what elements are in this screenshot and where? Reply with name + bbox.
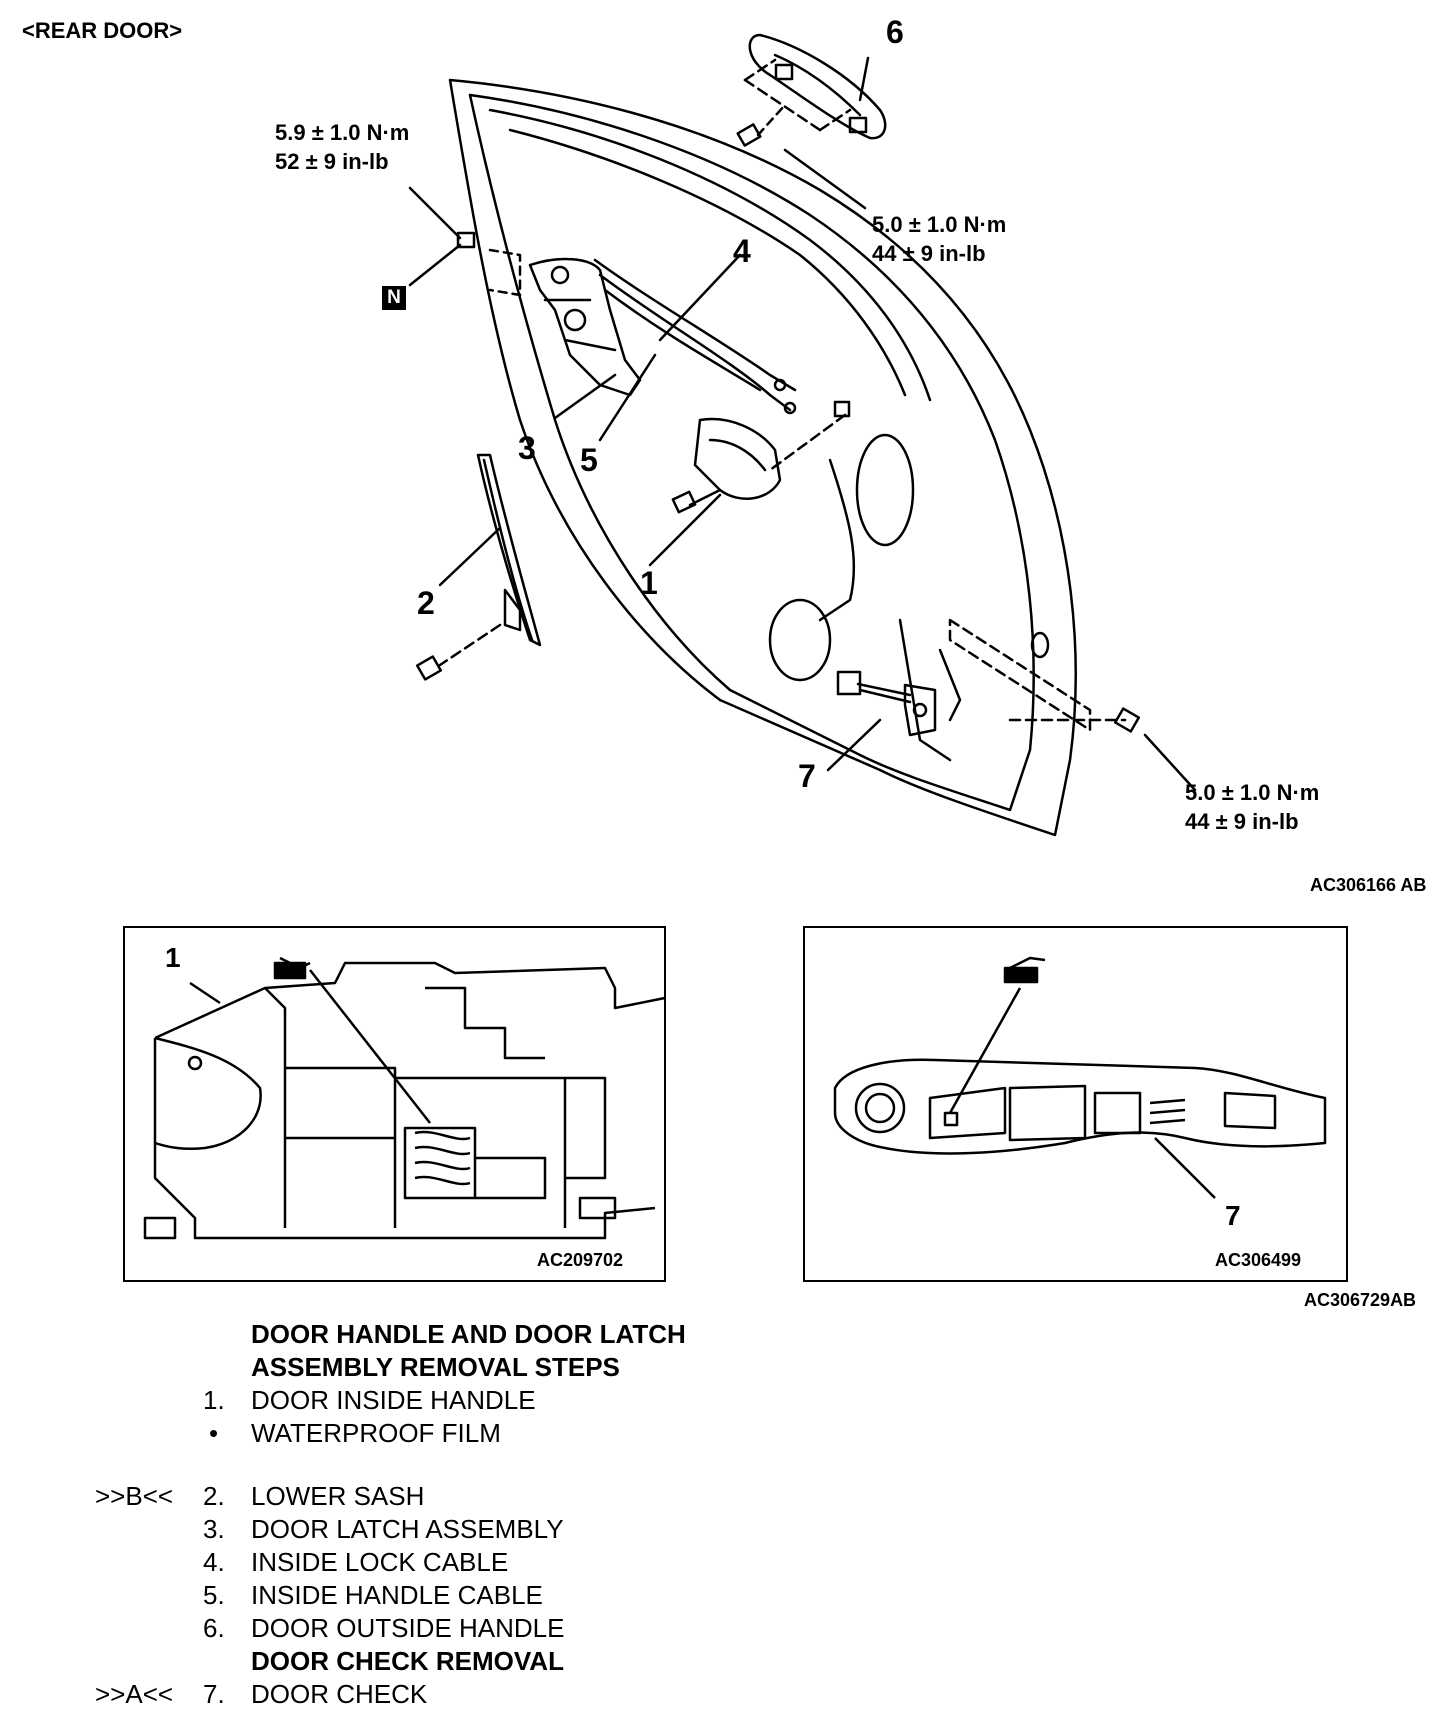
step-text: INSIDE HANDLE CABLE: [251, 1580, 543, 1610]
door-check-part: [836, 670, 1141, 737]
step-mark: >>A<<: [95, 1679, 174, 1709]
step-text: LOWER SASH: [251, 1481, 425, 1511]
callout-5: 5: [580, 442, 598, 478]
step-number: 1.: [203, 1385, 225, 1415]
figure-code: AC306166 AB: [1310, 875, 1427, 895]
step-bullet: •: [209, 1418, 219, 1448]
callout-2: 2: [417, 585, 435, 621]
step-number: 5.: [203, 1580, 225, 1610]
detail-left-code: AC209702: [537, 1250, 624, 1270]
step-number: 2.: [203, 1481, 225, 1511]
step-mark: >>B<<: [95, 1481, 174, 1511]
callout-1: 1: [640, 565, 658, 601]
torque-spec-outside-handle: 5.0 ± 1.0 N·m 44 ± 9 in-lb: [872, 210, 1006, 268]
page-title: <REAR DOOR>: [22, 18, 183, 43]
inside-handle-detail-drawing: [143, 956, 666, 1240]
inside-handle-part: [671, 400, 851, 514]
details-figure-code: AC306729AB: [1304, 1290, 1417, 1310]
lower-sash-part: [415, 453, 542, 681]
callout-7: 7: [798, 758, 816, 794]
torque-spec-latch: 5.9 ± 1.0 N·m 52 ± 9 in-lb: [275, 118, 409, 176]
callout-6: 6: [886, 14, 904, 50]
detail-right-code: AC306499: [1215, 1250, 1302, 1270]
step-number: 7.: [203, 1679, 225, 1709]
torque-inlb: 44 ± 9 in-lb: [1185, 809, 1299, 834]
door-check-mount: [948, 618, 1092, 732]
outside-handle-part: [736, 33, 887, 147]
callout-3: 3: [518, 430, 536, 466]
step-text: DOOR LATCH ASSEMBLY: [251, 1514, 564, 1544]
door-inner-panel: [468, 93, 1035, 812]
detail-outside-handle-box: 7 AC306499: [803, 926, 1348, 1282]
step-text: INSIDE LOCK CABLE: [251, 1547, 509, 1577]
n-mark-badge: N: [382, 286, 406, 310]
access-hole-upper: [855, 433, 915, 547]
detail-inside-handle-box: 1 AC209702: [123, 926, 666, 1282]
callout-4: 4: [733, 233, 751, 269]
torque-inlb: 52 ± 9 in-lb: [275, 149, 389, 174]
steps-subtitle-text: DOOR CHECK REMOVAL: [251, 1646, 564, 1676]
access-hole-lower: [768, 598, 832, 682]
door-latch-part: [456, 231, 642, 397]
step-number: 6.: [203, 1613, 225, 1643]
detail-callout-7: 7: [1225, 1200, 1241, 1231]
outside-handle-detail-drawing: [833, 956, 1327, 1199]
step-text: DOOR OUTSIDE HANDLE: [251, 1613, 565, 1643]
step-text: DOOR INSIDE HANDLE: [251, 1385, 536, 1415]
inside-lock-cable: [593, 258, 797, 392]
torque-inlb: 44 ± 9 in-lb: [872, 241, 986, 266]
torque-nm: 5.9 ± 1.0 N·m: [275, 120, 410, 145]
step-text: DOOR CHECK: [251, 1679, 428, 1709]
inside-handle-cable: [598, 273, 792, 412]
detail-callout-1: 1: [165, 942, 181, 973]
window-frame-line: [488, 108, 932, 402]
torque-spec-door-check: 5.0 ± 1.0 N·m 44 ± 9 in-lb: [1185, 778, 1319, 836]
step-number: 3.: [203, 1514, 225, 1544]
steps-title-text: ASSEMBLY REMOVAL STEPS: [251, 1352, 620, 1382]
torque-nm: 5.0 ± 1.0 N·m: [1185, 780, 1320, 805]
torque-nm: 5.0 ± 1.0 N·m: [872, 212, 1007, 237]
step-number: 4.: [203, 1547, 225, 1577]
step-text: WATERPROOF FILM: [251, 1418, 501, 1448]
door-panel-outline: [448, 78, 1077, 837]
steps-title-text: DOOR HANDLE AND DOOR LATCH: [251, 1319, 686, 1349]
